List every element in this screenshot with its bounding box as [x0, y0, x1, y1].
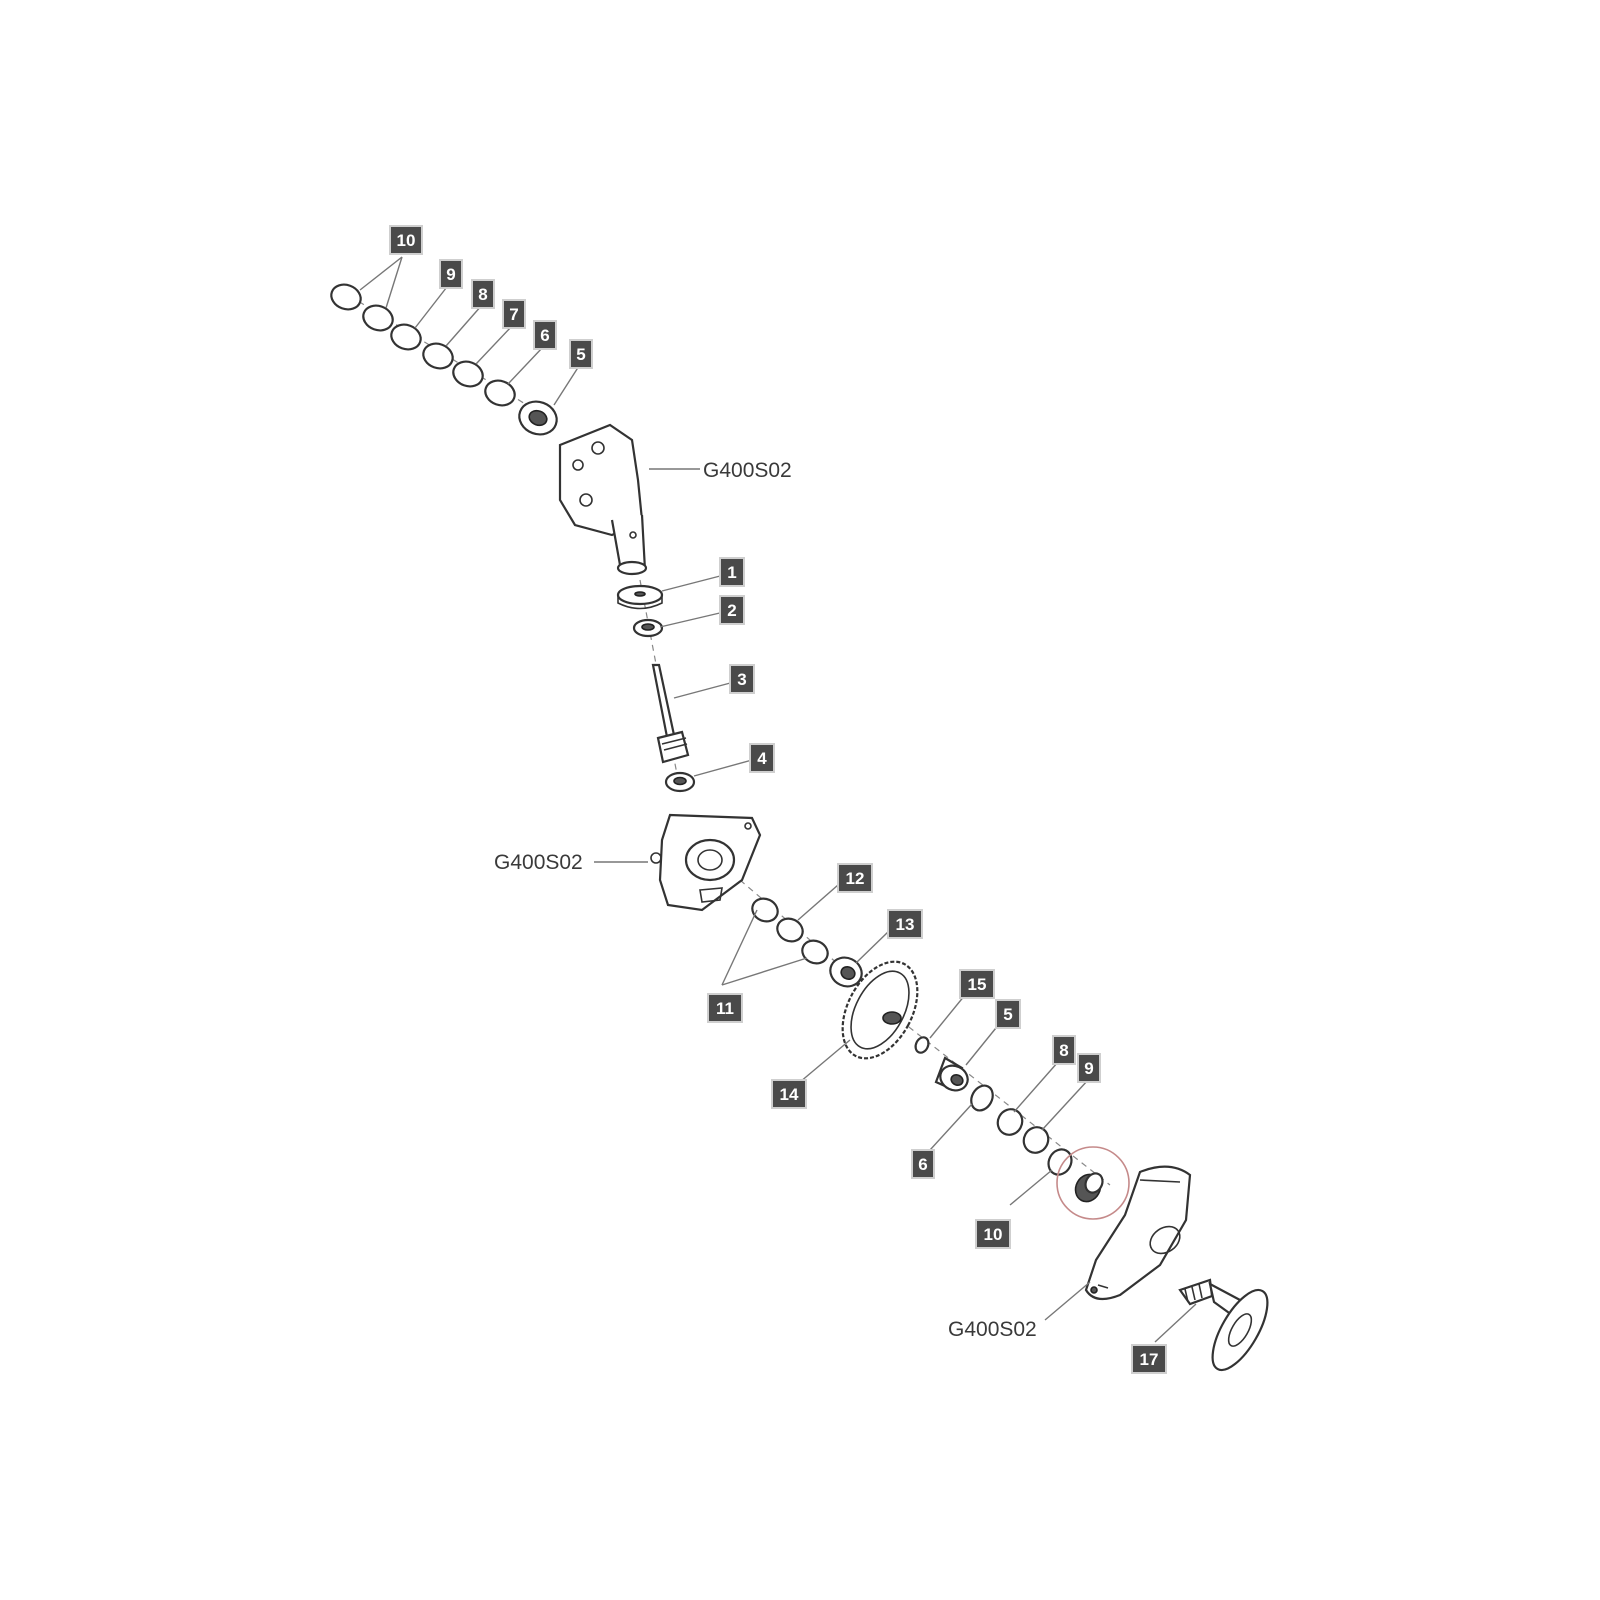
svg-text:1: 1 [727, 563, 736, 582]
svg-text:4: 4 [757, 749, 767, 768]
callout-6-upper: 6 [533, 320, 557, 350]
bearing-5-lower [934, 1056, 969, 1092]
upper-ring-stack [330, 283, 558, 436]
svg-text:8: 8 [1059, 1041, 1068, 1060]
callout-tags: 10 9 8 7 6 5 1 2 3 4 12 13 11 15 5 14 8 … [389, 225, 1167, 1374]
reference-label-middle: G400S02 [494, 851, 583, 874]
callout-13: 13 [887, 909, 923, 939]
svg-text:12: 12 [846, 869, 865, 888]
bearing-4 [664, 771, 696, 793]
svg-text:10: 10 [397, 231, 416, 250]
output-flange-17 [1178, 1278, 1269, 1372]
callout-10-upper: 10 [389, 225, 423, 255]
svg-text:7: 7 [509, 305, 518, 324]
svg-text:9: 9 [446, 265, 455, 284]
svg-text:10: 10 [984, 1225, 1003, 1244]
callout-9-lower: 9 [1077, 1053, 1101, 1083]
callout-1: 1 [719, 557, 745, 587]
pinion-shaft-3 [651, 663, 690, 764]
highlighted-bushing [1056, 1146, 1130, 1220]
upper-housing [558, 423, 648, 576]
callout-9-upper: 9 [439, 259, 463, 289]
svg-text:6: 6 [540, 326, 549, 345]
ring-6-lower [970, 1084, 994, 1112]
callout-2: 2 [719, 595, 745, 625]
cap-1 [616, 584, 664, 610]
bearing-13 [829, 956, 863, 988]
ring-11-b [801, 939, 829, 965]
svg-text:15: 15 [968, 975, 987, 994]
bevel-gear-14 [841, 960, 919, 1060]
bearing-2 [632, 618, 664, 638]
callout-8-upper: 8 [471, 279, 495, 309]
callout-10-lower: 10 [975, 1219, 1011, 1249]
svg-text:5: 5 [576, 345, 585, 364]
assembly-axis [339, 289, 1111, 1186]
callout-15: 15 [959, 969, 995, 999]
svg-text:14: 14 [780, 1085, 799, 1104]
svg-text:11: 11 [716, 999, 734, 1018]
svg-text:5: 5 [1003, 1005, 1012, 1024]
ring-12 [776, 917, 804, 943]
highlight-circle [1056, 1146, 1130, 1220]
key-15 [914, 1036, 930, 1054]
callout-6-lower: 6 [911, 1149, 935, 1179]
ring-8 [422, 342, 454, 370]
svg-text:3: 3 [737, 670, 746, 689]
leader-lines [359, 256, 1197, 1343]
callout-5-lower: 5 [995, 999, 1021, 1029]
callout-11: 11 [707, 993, 743, 1023]
ring-11-a [751, 897, 779, 923]
svg-text:6: 6 [918, 1155, 927, 1174]
ring-7 [452, 360, 484, 388]
svg-text:17: 17 [1140, 1350, 1159, 1369]
ring-10-lower [1047, 1148, 1073, 1176]
ring-10a [330, 283, 362, 311]
callout-17: 17 [1131, 1344, 1167, 1374]
ring-9 [390, 323, 422, 351]
callout-3: 3 [729, 664, 755, 694]
reference-labels: G400S02 G400S02 G400S02 [494, 459, 1037, 1341]
ring-8-lower [996, 1108, 1024, 1136]
ring-10b [362, 304, 394, 332]
callout-14: 14 [771, 1079, 807, 1109]
svg-text:2: 2 [727, 601, 736, 620]
svg-text:9: 9 [1084, 1059, 1093, 1078]
lower-cover-housing [1084, 1165, 1192, 1301]
ring-9-lower [1022, 1126, 1050, 1154]
callout-7: 7 [502, 299, 526, 329]
callout-8-lower: 8 [1052, 1035, 1076, 1065]
middle-housing [650, 813, 762, 912]
reference-label-lower: G400S02 [948, 1318, 1037, 1341]
svg-text:13: 13 [896, 915, 915, 934]
callout-12: 12 [837, 863, 873, 893]
callout-4: 4 [749, 743, 775, 773]
reference-label-upper: G400S02 [703, 459, 792, 482]
ring-6 [484, 379, 516, 407]
svg-text:8: 8 [478, 285, 487, 304]
callout-5-upper: 5 [569, 339, 593, 369]
bearing-5-upper [518, 400, 558, 436]
